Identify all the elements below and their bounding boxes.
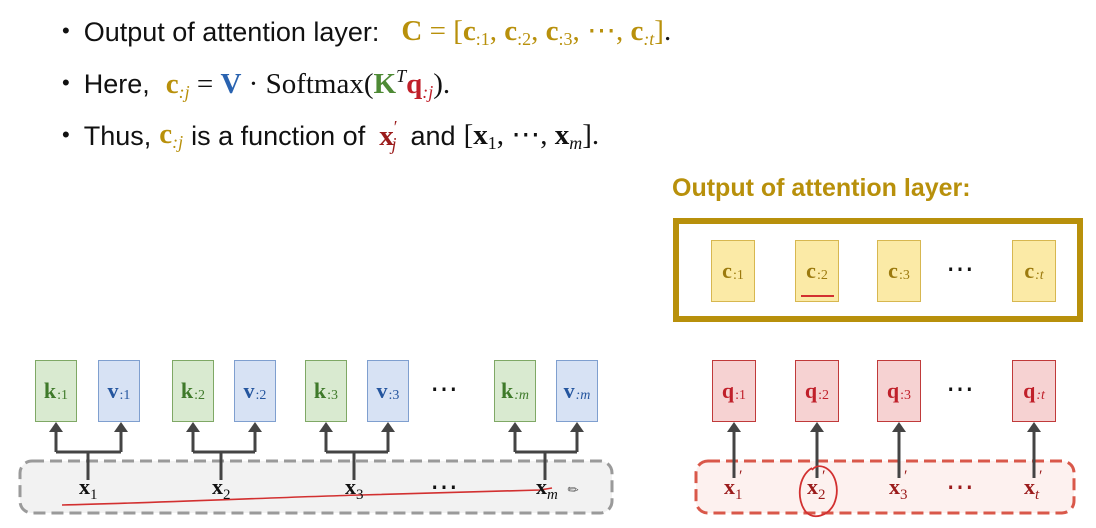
bullet-text: Here, — [83, 68, 150, 99]
bullet-dot: • — [62, 70, 70, 95]
query-box-t: q:t — [1012, 360, 1056, 422]
encoder-input-container — [18, 459, 614, 515]
bullet-dot: • — [62, 18, 70, 43]
decoder-arrow-heads — [727, 422, 1041, 432]
key-box-m: k:m — [494, 360, 536, 422]
bullet-text: Thus, — [83, 120, 152, 151]
bullet-context-formula: • Here, c:j = V · Softmax(KTq:j). — [62, 62, 450, 106]
decoder-input-t: xt′ — [1024, 468, 1043, 503]
decoder-input-2: x2′ — [807, 468, 826, 503]
bullet-dot: • — [62, 122, 70, 147]
q-ellipsis: ⋯ — [946, 374, 974, 405]
encoder-input-2: x2 — [212, 474, 231, 503]
kv-ellipsis: ⋯ — [430, 374, 458, 405]
c-box-t: c:t — [1012, 240, 1056, 302]
c-box-1: c:1 — [711, 240, 755, 302]
c-box-2: c:2 — [795, 240, 839, 302]
value-box-1: v:1 — [98, 360, 140, 422]
query-box-3: q:3 — [877, 360, 921, 422]
decoder-arrows — [732, 430, 1036, 478]
encoder-arrows — [54, 428, 579, 480]
value-box-3: v:3 — [367, 360, 409, 422]
key-box-2: k:2 — [172, 360, 214, 422]
query-box-2: q:2 — [795, 360, 839, 422]
decoder-input-container — [694, 459, 1076, 515]
encoder-arrow-heads — [49, 422, 584, 432]
formula-context-vector: c:j = V · Softmax(KTq:j). — [165, 65, 451, 102]
handwritten-underline — [61, 487, 553, 506]
bullet-text: is a function of — [191, 120, 366, 151]
encoder-input-3: x3 — [345, 474, 364, 503]
bullet-dependency: • Thus, c:j is a function of x′j and [x1… — [62, 116, 600, 155]
decoder-ellipsis: ⋯ — [946, 472, 974, 503]
value-box-2: v:2 — [234, 360, 276, 422]
bullet-text: and — [410, 120, 456, 151]
encoder-input-m: xm — [536, 474, 558, 503]
x2-circle-annotation — [798, 465, 838, 518]
c-box-3: c:3 — [877, 240, 921, 302]
decoder-input-3: x3′ — [889, 468, 908, 503]
query-box-1: q:1 — [712, 360, 756, 422]
output-layer-title: Output of attention layer: — [672, 174, 971, 202]
bullet-output-definition: • Output of attention layer: C = [c:1, c… — [62, 10, 671, 54]
key-box-1: k:1 — [35, 360, 77, 422]
output-frame — [673, 218, 1083, 322]
key-box-3: k:3 — [305, 360, 347, 422]
value-box-m: v:m — [556, 360, 598, 422]
formula-output-c: C = [c:1, c:2, c:3, ⋯, c:t]. — [401, 15, 672, 50]
decoder-input-1: x1′ — [724, 468, 743, 503]
bullet-text: Output of attention layer: — [83, 16, 380, 47]
encoder-ellipsis: ⋯ — [430, 472, 458, 503]
encoder-input-1: x1 — [79, 474, 98, 503]
c-ellipsis: ⋯ — [946, 254, 974, 285]
